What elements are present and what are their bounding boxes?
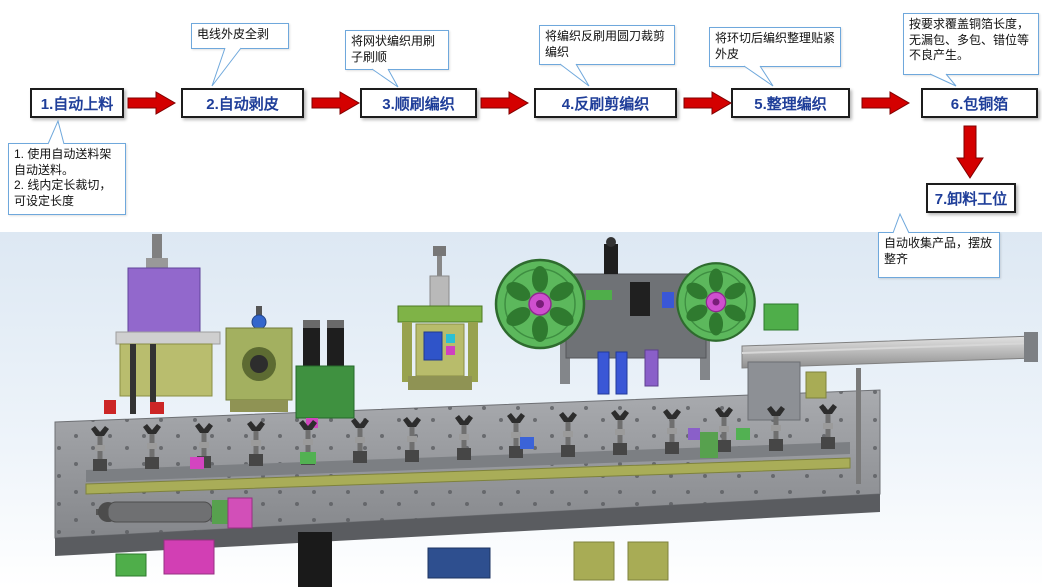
callout-tidy: 将环切后编织整理贴紧外皮 xyxy=(709,27,841,67)
flow-arrow-2 xyxy=(311,91,360,115)
callout-foil: 按要求覆盖铜箔长度，无漏包、多包、错位等不良产生。 xyxy=(903,13,1039,75)
callout-feed-note: 1. 使用自动送料架自动送料。 2. 线内定长裁切，可设定长度 xyxy=(8,143,126,215)
machine-render xyxy=(0,232,1042,587)
station-feeder xyxy=(104,234,221,414)
flow-arrow-4 xyxy=(683,91,732,115)
flow-step-4: 4.反刷剪编织 xyxy=(534,88,677,118)
pointer-feed xyxy=(47,119,65,145)
callout-collect-note: 自动收集产品，摆放整齐 xyxy=(878,232,1000,278)
flow-step-6: 6.包铜箔 xyxy=(921,88,1038,118)
station-gantry xyxy=(397,246,483,390)
pointer-cut xyxy=(559,63,590,87)
pointer-brush xyxy=(371,68,399,88)
left-reel xyxy=(494,258,586,350)
clamp-row xyxy=(91,404,837,471)
flow-arrow-3 xyxy=(480,91,529,115)
station-unloader-rail xyxy=(741,303,1038,484)
flow-arrow-down xyxy=(956,125,984,179)
flow-step-7: 7.卸料工位 xyxy=(926,183,1016,213)
pointer-tidy xyxy=(743,65,774,87)
callout-strip-all: 电线外皮全剥 xyxy=(191,23,289,49)
front-parts xyxy=(96,497,669,587)
pointer-strip xyxy=(211,47,242,87)
transfer-rails xyxy=(85,442,851,495)
pointer-collect xyxy=(892,212,910,234)
flow-arrow-5 xyxy=(861,91,910,115)
flow-step-2: 2.自动剥皮 xyxy=(181,88,304,118)
flow-arrow-1 xyxy=(127,91,176,115)
pointer-foil xyxy=(929,73,957,87)
right-reel xyxy=(676,262,756,342)
station-stripper xyxy=(225,306,293,412)
callout-cut: 将编织反刷用圆刀裁剪编织 xyxy=(539,25,675,65)
flow-step-1: 1.自动上料 xyxy=(30,88,124,118)
flow-step-5: 5.整理编织 xyxy=(731,88,850,118)
flow-step-3: 3.顺刷编织 xyxy=(360,88,477,118)
callout-brush: 将网状编织用刷子刷顺 xyxy=(345,30,449,70)
station-foil-wheels xyxy=(494,237,756,395)
